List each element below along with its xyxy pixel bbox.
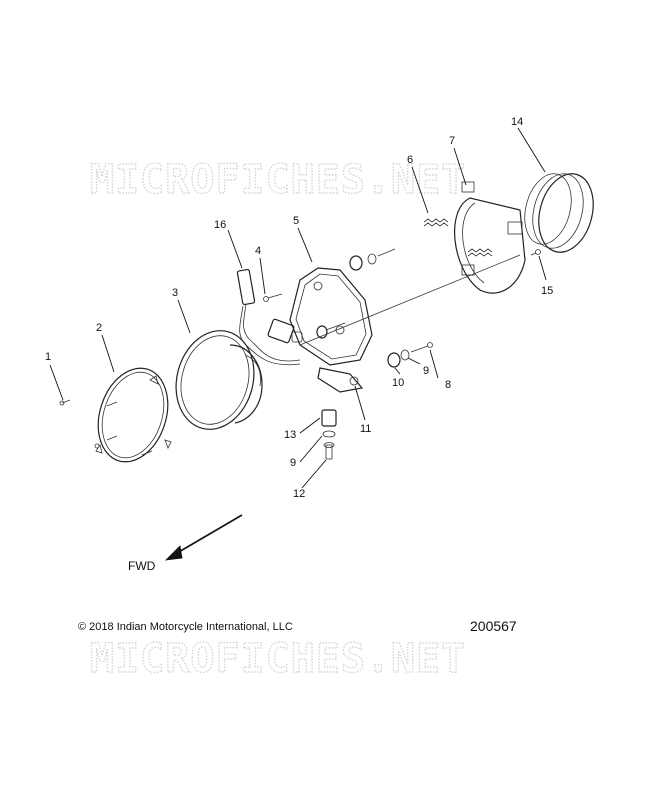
callout-6: 6: [407, 154, 413, 166]
springs: [423, 218, 493, 257]
headlamp-unit: [175, 330, 263, 430]
bracket-hardware: [299, 248, 521, 346]
fwd-label: FWD: [128, 559, 156, 573]
callout-3: 3: [172, 287, 178, 299]
callout-11: 11: [360, 423, 371, 435]
copyright-text: © 2018 Indian Motorcycle International, …: [78, 621, 293, 633]
rubber-boot: [524, 173, 594, 253]
callout-5: 5: [293, 215, 299, 227]
trim-ring: [95, 367, 172, 463]
fwd-arrow: FWD: [128, 514, 243, 573]
callout-9-upper: 9: [423, 365, 429, 377]
watermark-top: MICROFICHES.NET: [90, 157, 466, 203]
mount-tab: [317, 367, 364, 393]
callout-10: 10: [392, 377, 404, 389]
callout-9-lower: 9: [290, 457, 296, 469]
lower-stack: [321, 409, 337, 460]
callout-14: 14: [511, 116, 523, 128]
callout-15: 15: [541, 285, 553, 297]
headlamp-bucket: [454, 181, 526, 294]
wiring-harness: [236, 268, 303, 366]
callout-2: 2: [96, 322, 102, 334]
ring-screws: [59, 399, 153, 456]
callout-13: 13: [284, 429, 296, 441]
bolt-washer-bushing: [387, 342, 433, 368]
callout-labels: 1 2 3 4 5 6 7 8 9 10 11 12 13 14 15 16 9: [45, 116, 553, 500]
callout-7: 7: [449, 135, 455, 147]
callout-16: 16: [214, 219, 226, 231]
document-number: 200567: [470, 618, 517, 634]
mounting-bracket: [289, 267, 373, 366]
callout-8: 8: [445, 379, 451, 391]
leader-lines: [49, 127, 547, 489]
callout-4: 4: [255, 245, 261, 257]
callout-12: 12: [293, 488, 305, 500]
callout-1: 1: [45, 351, 51, 363]
screw-15: [530, 249, 541, 256]
watermark-bottom: MICROFICHES.NET: [90, 636, 466, 682]
screw-4: [263, 293, 283, 302]
